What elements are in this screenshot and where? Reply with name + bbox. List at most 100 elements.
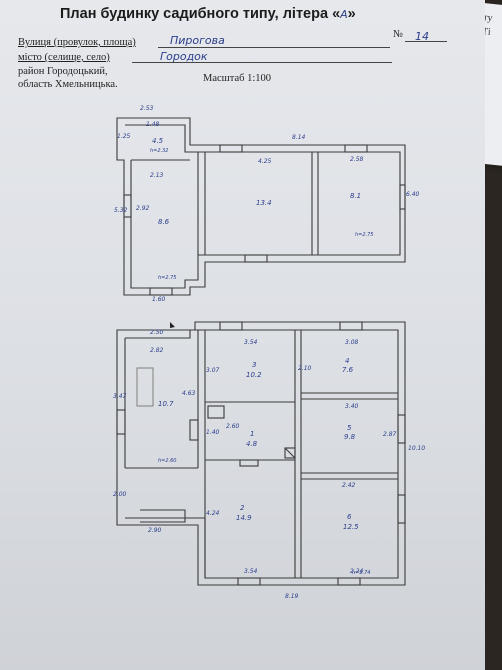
porch <box>140 509 186 523</box>
street-underline <box>158 47 390 48</box>
dim-label: 4.63 <box>182 390 196 397</box>
street-value: Пирогова <box>170 34 225 47</box>
dim-label: 10.10 <box>408 445 425 452</box>
dim-label: 2.87 <box>383 431 397 438</box>
street-label: Вулиця (провулок, площа) <box>18 37 136 48</box>
window <box>123 194 132 218</box>
street-row: Вулиця (провулок, площа) <box>18 37 136 48</box>
dim-label: 6.40 <box>406 191 420 198</box>
window <box>339 321 363 331</box>
number-value: 14 <box>415 30 429 43</box>
dim-label: 4.24 <box>206 510 220 517</box>
lower-outer-wall <box>116 321 406 586</box>
lower-plan-walls <box>116 321 406 586</box>
room-area: 10.7 <box>158 400 174 408</box>
dim-label: 1.48 <box>146 121 160 128</box>
dim-label: 2.24 <box>350 568 364 575</box>
dim-label: 2.58 <box>350 156 364 163</box>
title-text: План будинку садибного типу, літера « <box>60 6 341 22</box>
room-area: 7.6 <box>342 366 354 374</box>
window <box>149 287 173 296</box>
dim-label: 2.10 <box>298 365 312 372</box>
stairs <box>136 367 154 407</box>
dim-label: 8.19 <box>285 593 299 600</box>
dim-label: 2.42 <box>342 482 356 489</box>
dim-label: 3.54 <box>244 339 258 346</box>
dim-label: 1.40 <box>206 429 220 436</box>
ceiling-height: h=2.75 <box>355 232 374 238</box>
room-number: 3 <box>252 361 256 369</box>
room-number: 5 <box>347 424 352 432</box>
window <box>244 254 268 263</box>
dim-label: 3.07 <box>206 367 220 374</box>
upper-outer-wall <box>116 117 406 296</box>
dim-label: 3.54 <box>244 568 258 575</box>
dim-label: 5.32 <box>114 207 128 214</box>
district-text: район Городоцький, <box>18 66 108 77</box>
lower-plan-labels: 2.50 2.82 3.54 3.08 3.47 4.63 3.07 2.10 … <box>113 329 425 600</box>
dim-label: 3.47 <box>113 393 127 400</box>
chimney-mark <box>284 447 296 459</box>
north-arrow-icon <box>170 322 175 328</box>
chimney <box>284 447 296 459</box>
door <box>189 419 199 441</box>
dim-label: 2.53 <box>140 105 154 112</box>
window <box>397 494 406 524</box>
stove <box>207 405 225 419</box>
ceiling-height: h=2.60 <box>158 458 177 464</box>
city-value: Городок <box>160 50 208 63</box>
room-area: 4.8 <box>246 440 258 448</box>
room-area: 12.5 <box>343 523 359 531</box>
ceiling-height: h=2.32 <box>150 148 169 154</box>
dim-label: 2.90 <box>148 527 162 534</box>
room-area: 14.9 <box>236 514 252 522</box>
room-area: 13.4 <box>256 199 272 207</box>
upper-plan-labels: 2.53 1.48 1.25 8.14 4.25 2.58 2.13 5.32 … <box>114 105 420 303</box>
dim-label: 2.60 <box>226 423 240 430</box>
dim-label: 2.00 <box>113 491 127 498</box>
scale-text: Масштаб 1:100 <box>203 73 272 84</box>
window <box>219 321 243 331</box>
room-number: 6 <box>347 513 352 521</box>
window <box>116 409 126 435</box>
number-underline <box>405 41 447 42</box>
city-label-text: місто (селище, село) <box>18 52 110 63</box>
room-area: 8.6 <box>158 218 170 226</box>
window <box>399 184 406 210</box>
lower-inner-wall <box>125 329 399 579</box>
dim-label: 2.50 <box>150 329 164 336</box>
dim-label: 3.40 <box>345 403 359 410</box>
city-label: місто (селище, село) <box>18 52 110 63</box>
window <box>219 144 243 153</box>
room-area: 9.8 <box>344 433 356 441</box>
title-end: » <box>347 6 356 22</box>
ceiling-height: h=2.75 <box>158 275 177 281</box>
dim-label: 2.82 <box>150 347 164 354</box>
window <box>397 414 406 444</box>
document-title: План будинку садибного типу, літера «А» <box>60 6 480 22</box>
room-number: 4 <box>345 357 349 365</box>
dim-label: 3.08 <box>345 339 359 346</box>
document-page: План будинку садибного типу, літера «А» … <box>0 0 485 670</box>
room-number: 1 <box>250 430 254 438</box>
building-letter: А <box>340 8 348 21</box>
window <box>344 144 368 153</box>
floor-plan-drawing: 2.53 1.48 1.25 8.14 4.25 2.58 2.13 5.32 … <box>113 105 425 600</box>
upper-plan-walls <box>116 117 406 296</box>
room-area: 4.5 <box>152 137 164 145</box>
dim-label: 1.60 <box>152 296 166 303</box>
dim-label: 4.25 <box>258 158 272 165</box>
room-area: 8.1 <box>350 192 361 200</box>
dim-label: 1.25 <box>117 133 131 140</box>
ceiling-height: h=2.74 <box>352 570 371 576</box>
dim-label: 2.92 <box>136 205 150 212</box>
city-underline <box>132 62 392 63</box>
window <box>237 577 261 586</box>
room-number: 2 <box>240 504 245 512</box>
dim-label: 8.14 <box>292 134 306 141</box>
door <box>239 459 259 467</box>
region-text: область Хмельницька. <box>18 79 118 90</box>
number-label: № <box>393 29 404 40</box>
window <box>337 577 361 586</box>
room-area: 10.2 <box>246 371 262 379</box>
